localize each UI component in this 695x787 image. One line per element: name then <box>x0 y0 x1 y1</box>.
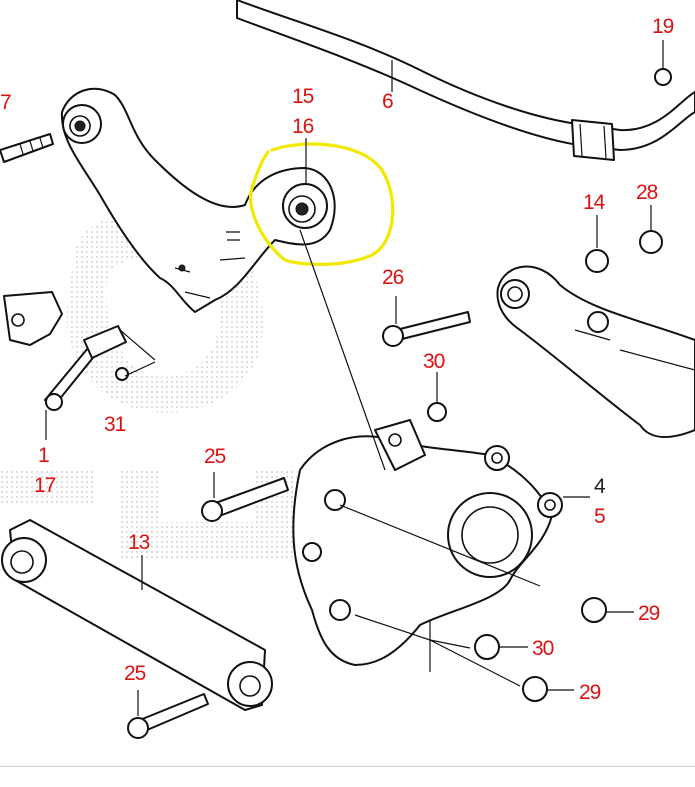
bottom-divider <box>0 766 695 767</box>
stabilizer-bar <box>236 0 695 161</box>
callout-5: 5 <box>594 505 605 528</box>
nut-29-lower <box>522 676 574 702</box>
nut-14 <box>585 215 609 273</box>
highlight-circle <box>249 142 395 266</box>
callout-25-lower: 25 <box>124 662 146 685</box>
callout-29-lower: 29 <box>579 681 601 704</box>
callout-25-upper: 25 <box>204 445 226 468</box>
bolt-26 <box>382 296 471 347</box>
upper-control-arm <box>60 87 336 313</box>
nut-29-upper <box>581 597 634 623</box>
nut-28 <box>639 205 663 254</box>
callout-6: 6 <box>382 90 393 113</box>
callout-30-lower: 30 <box>532 637 554 660</box>
callout-14: 14 <box>583 191 606 214</box>
bolt-25-lower <box>127 690 209 739</box>
nut-30-lower <box>474 634 528 660</box>
trailing-arm <box>496 265 695 438</box>
nut-19 <box>654 40 672 86</box>
callout-1: 1 <box>38 444 49 467</box>
callout-29-upper: 29 <box>638 602 660 625</box>
callout-15: 15 <box>292 85 314 108</box>
callout-31: 31 <box>104 413 126 436</box>
callout-4: 4 <box>594 475 606 498</box>
lower-arm-13 <box>1 519 273 711</box>
callout-28: 28 <box>636 181 658 204</box>
callout-labels: 7 15 16 6 19 14 28 26 30 31 1 17 25 13 4… <box>0 15 675 704</box>
callout-19: 19 <box>652 15 674 38</box>
knuckle <box>292 229 590 687</box>
callout-13: 13 <box>128 531 150 554</box>
bolt-25-upper <box>201 472 289 522</box>
callout-30-upper: 30 <box>423 350 445 373</box>
callout-7: 7 <box>0 91 11 114</box>
bolt-7 <box>0 133 54 163</box>
callout-17: 17 <box>34 474 56 497</box>
height-sensor <box>3 291 156 440</box>
callout-26: 26 <box>382 266 404 289</box>
nut-30-upper <box>427 372 447 422</box>
callout-16: 16 <box>292 115 314 138</box>
